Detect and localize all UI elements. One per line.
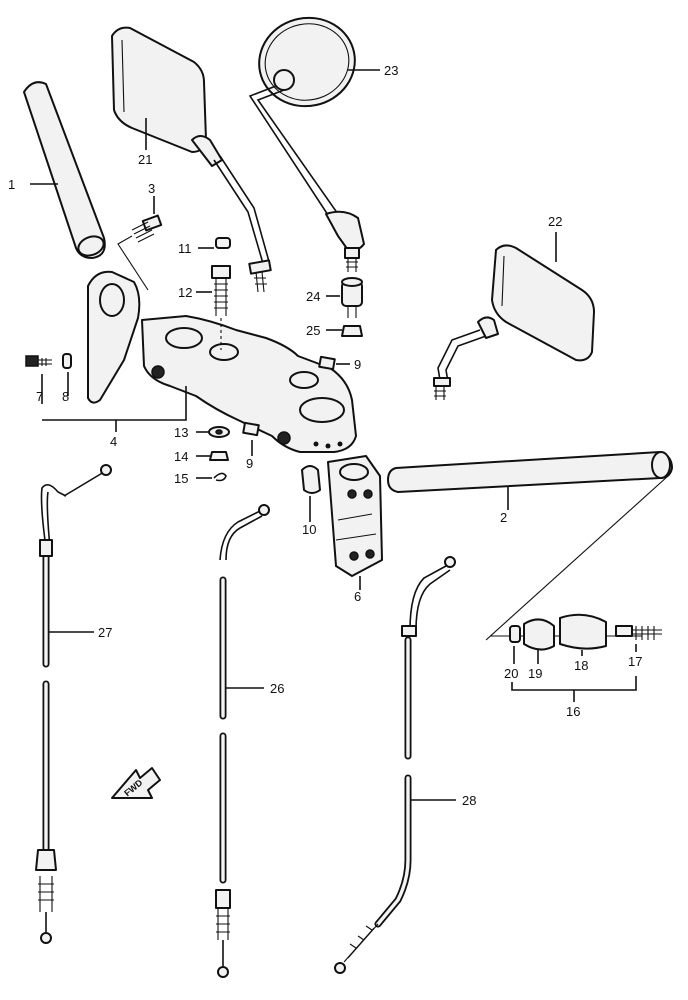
bar-end-assembly	[509, 613, 662, 651]
callout-24: 24	[306, 289, 320, 304]
callout-8: 8	[62, 389, 69, 404]
callout-26: 26	[270, 681, 284, 696]
bolt-7	[25, 355, 52, 367]
callout-11: 11	[178, 241, 192, 256]
callout-16: 16	[566, 704, 580, 719]
cable-28	[334, 556, 456, 974]
callout-20: 20	[504, 666, 518, 681]
cap-11	[215, 237, 231, 249]
callout-23: 23	[384, 63, 398, 78]
callout-19: 19	[528, 666, 542, 681]
forward-arrow-icon	[111, 767, 161, 799]
cable-27	[35, 464, 112, 944]
cap-9-lower	[242, 421, 260, 437]
bracket-4	[42, 386, 187, 421]
handlebar-axis	[485, 475, 669, 641]
mirror-right-rect	[433, 244, 595, 400]
callout-15: 15	[174, 471, 188, 486]
spacer-8	[62, 353, 72, 369]
cable-26	[215, 504, 270, 978]
nut-25	[341, 325, 363, 337]
cap-9-upper	[318, 355, 336, 371]
callout-2: 2	[500, 510, 507, 525]
bolt-3	[131, 214, 163, 243]
callout-6: 6	[354, 589, 361, 604]
leader-3-dash	[117, 235, 149, 291]
callout-13: 13	[174, 425, 188, 440]
mirror-right-round	[248, 16, 365, 272]
callout-1: 1	[8, 177, 15, 192]
holder-6	[327, 455, 383, 577]
callout-14: 14	[174, 449, 188, 464]
grip-left	[23, 81, 106, 259]
callout-28: 28	[462, 793, 476, 808]
mirror-left	[111, 26, 272, 293]
callout-7: 7	[36, 389, 43, 404]
clip-15	[213, 472, 227, 482]
callout-10: 10	[302, 522, 316, 537]
callout-18: 18	[574, 658, 588, 673]
callout-17: 17	[628, 654, 642, 669]
washer-13-hole	[215, 429, 223, 435]
handlebar-holder-assembly	[87, 270, 357, 453]
adjuster-24	[341, 277, 363, 318]
callout-27: 27	[98, 625, 112, 640]
callout-9-lower: 9	[246, 456, 253, 471]
callout-4: 4	[110, 434, 117, 449]
cap-10	[301, 465, 321, 494]
callout-9-upper: 9	[354, 357, 361, 372]
callout-21: 21	[138, 152, 152, 167]
callout-12: 12	[178, 285, 192, 300]
callout-25: 25	[306, 323, 320, 338]
callout-3: 3	[148, 181, 155, 196]
bolt-12	[211, 265, 231, 316]
nut-14	[209, 451, 229, 461]
callout-22: 22	[548, 214, 562, 229]
handlebar-2	[387, 451, 673, 493]
